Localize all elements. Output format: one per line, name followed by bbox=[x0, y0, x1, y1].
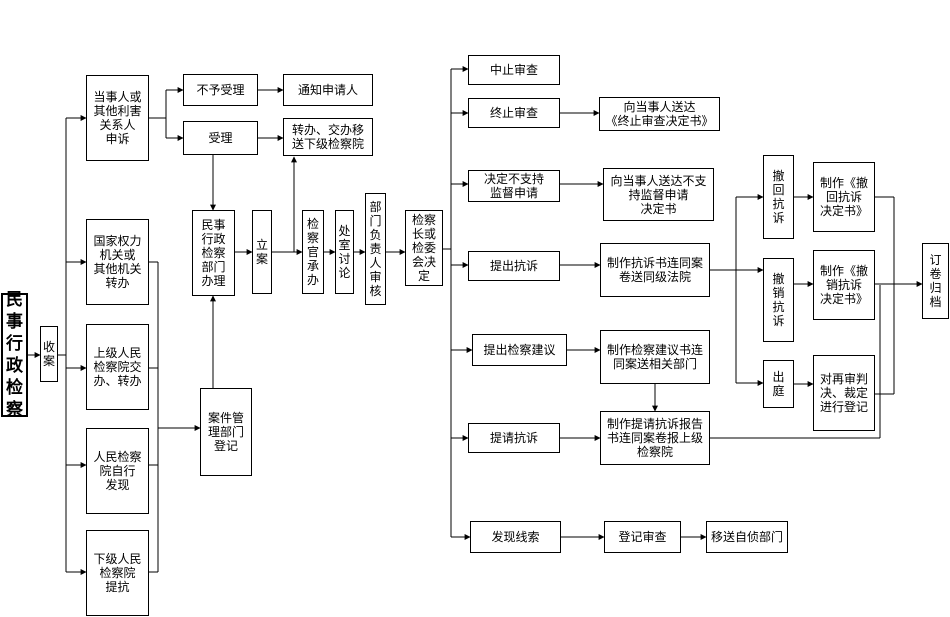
office-discussion-box: 处 室 讨 论 bbox=[335, 210, 354, 294]
result-transfer-self-investigation: 移送自侦部门 bbox=[706, 521, 788, 553]
result-terminate-notice: 向当事人送达 《终止审查决定书》 bbox=[599, 97, 720, 131]
source-superior-assign: 上级人民 检察院交 办、转办 bbox=[86, 324, 149, 410]
intake-box: 收 案 bbox=[40, 326, 58, 382]
transfer-lower-box: 转办、交办移 送下级检察院 bbox=[283, 118, 373, 156]
result-register-review: 登记审查 bbox=[604, 521, 681, 553]
head-review-box: 部 门 负 责 人 审 核 bbox=[365, 193, 386, 305]
outcome-protest: 提出抗诉 bbox=[468, 251, 560, 281]
prosecutor-handle-box: 检 察 官 承 办 bbox=[302, 210, 324, 294]
outcome-suspend: 中止审查 bbox=[468, 55, 560, 85]
result-suggestion-file: 制作检察建议书连 同案送相关部门 bbox=[600, 330, 710, 384]
result-protest-file: 制作抗诉书连同案 卷送同级法院 bbox=[600, 243, 710, 297]
register-retrial-box: 对再审判 决、裁定 进行登记 bbox=[813, 355, 875, 431]
notify-applicant-box: 通知申请人 bbox=[283, 74, 373, 106]
case-mgmt-register-box: 案件管 理部门 登记 bbox=[200, 388, 252, 476]
result-request-report: 制作提请抗诉报告 书连同案卷报上级 检察院 bbox=[600, 411, 710, 465]
result-not-support-notice: 向当事人送达不支 持监督申请 决定书 bbox=[603, 168, 714, 221]
outcome-request-protest: 提请抗诉 bbox=[468, 423, 560, 453]
outcome-terminate: 终止审查 bbox=[468, 98, 560, 128]
source-party-petition: 当事人或 其他利害 关系人 申诉 bbox=[86, 75, 149, 161]
civil-admin-dept-box: 民事 行政 检察 部门 办理 bbox=[192, 210, 235, 296]
source-self-discovery: 人民检察 院自行 发现 bbox=[86, 428, 149, 514]
accept-box: 受理 bbox=[183, 121, 258, 155]
archive-box: 订 卷 归 档 bbox=[922, 243, 949, 319]
make-withdraw-decision-box: 制作《撤 回抗诉 决定书》 bbox=[813, 162, 875, 232]
revoke-protest-box: 撤 销 抗 诉 bbox=[763, 258, 794, 342]
make-revoke-decision-box: 制作《撤 销抗诉 决定书》 bbox=[813, 250, 875, 320]
root-label: 民 事 行 政 检 察 bbox=[1, 290, 28, 420]
file-case-box: 立 案 bbox=[252, 210, 272, 294]
source-authority-transfer: 国家权力 机关或 其他机关 转办 bbox=[86, 219, 149, 305]
outcome-not-support: 决定不支持 监督申请 bbox=[468, 170, 560, 202]
source-lower-protest: 下级人民 检察院 提抗 bbox=[86, 530, 149, 616]
appear-in-court-box: 出 庭 bbox=[763, 360, 794, 408]
reject-box: 不予受理 bbox=[183, 74, 258, 106]
outcome-suggestion: 提出检察建议 bbox=[472, 334, 567, 366]
outcome-lead-found: 发现线索 bbox=[470, 521, 561, 553]
withdraw-protest-box: 撤 回 抗 诉 bbox=[763, 155, 794, 239]
chief-decision-box: 检察 长或 检委 会决 定 bbox=[405, 210, 443, 286]
